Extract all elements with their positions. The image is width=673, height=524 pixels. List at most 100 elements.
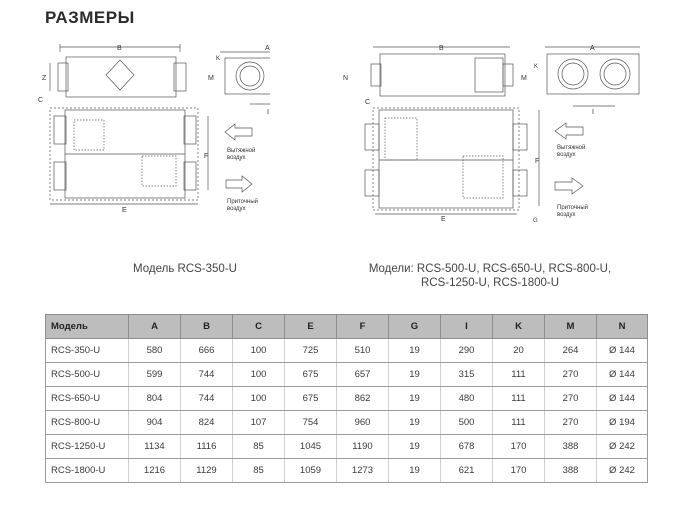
dim-z-label: Z	[42, 75, 47, 82]
value-cell: Ø 144	[596, 386, 648, 411]
value-cell: 1129	[180, 458, 233, 483]
value-cell: 290	[440, 338, 493, 363]
value-cell: Ø 144	[596, 362, 648, 387]
value-cell: 744	[180, 362, 233, 387]
value-cell: 725	[284, 338, 337, 363]
dim-i-label: I	[267, 109, 269, 116]
value-cell: 824	[180, 410, 233, 435]
supply-label: Приточный	[557, 204, 588, 211]
dim-e-label: E	[122, 207, 127, 214]
exhaust-label: Вытяжной	[557, 144, 585, 151]
value-cell: 1116	[180, 434, 233, 459]
value-cell: 20	[492, 338, 545, 363]
left-dimension-drawing: B Z A M K I F C E Вытяжной воздух Приточ…	[30, 38, 270, 218]
value-cell: 270	[544, 410, 597, 435]
supply-label: Приточный	[227, 198, 258, 205]
value-cell: 170	[492, 434, 545, 459]
value-cell: 599	[128, 362, 181, 387]
right-caption-line-2: RCS-1250-U, RCS-1800-U	[420, 277, 560, 289]
value-cell: 315	[440, 362, 493, 387]
dim-c-label: C	[38, 97, 43, 104]
value-cell: Ø 144	[596, 338, 648, 363]
value-cell: 862	[336, 386, 389, 411]
value-cell: 19	[388, 434, 441, 459]
model-cell: RCS-1250-U	[45, 434, 129, 459]
dim-g-label: G	[533, 218, 538, 224]
model-cell: RCS-800-U	[45, 410, 129, 435]
value-cell: Ø 194	[596, 410, 648, 435]
column-header: M	[544, 314, 597, 339]
value-cell: 675	[284, 386, 337, 411]
value-cell: 19	[388, 338, 441, 363]
value-cell: 657	[336, 362, 389, 387]
column-header: E	[284, 314, 337, 339]
value-cell: 754	[284, 410, 337, 435]
value-cell: 675	[284, 362, 337, 387]
model-cell: RCS-500-U	[45, 362, 129, 387]
column-header: I	[440, 314, 493, 339]
value-cell: 388	[544, 434, 597, 459]
value-cell: 1216	[128, 458, 181, 483]
value-cell: 19	[388, 362, 441, 387]
value-cell: 107	[232, 410, 285, 435]
value-cell: 100	[232, 338, 285, 363]
page-title: РАЗМЕРЫ	[45, 8, 135, 27]
column-header: B	[180, 314, 233, 339]
dim-f-label: F	[535, 158, 539, 165]
value-cell: 904	[128, 410, 181, 435]
value-cell: 804	[128, 386, 181, 411]
supply-arrow-icon	[554, 177, 584, 195]
value-cell: 100	[232, 386, 285, 411]
value-cell: 111	[492, 410, 545, 435]
dim-n-label: N	[343, 75, 348, 82]
value-cell: 1059	[284, 458, 337, 483]
dim-m-label: M	[208, 75, 214, 82]
value-cell: 264	[544, 338, 597, 363]
exhaust-label-2: воздух	[227, 155, 246, 161]
value-cell: 111	[492, 362, 545, 387]
model-cell: RCS-350-U	[45, 338, 129, 363]
value-cell: 270	[544, 362, 597, 387]
value-cell: 170	[492, 458, 545, 483]
value-cell: 580	[128, 338, 181, 363]
dim-k-label: K	[534, 64, 538, 70]
supply-label-2: воздух	[227, 206, 246, 212]
dim-k-label: K	[216, 56, 220, 62]
value-cell: 85	[232, 458, 285, 483]
column-header: C	[232, 314, 285, 339]
column-header: A	[128, 314, 181, 339]
value-cell: 960	[336, 410, 389, 435]
value-cell: 1190	[336, 434, 389, 459]
exhaust-arrow-icon	[554, 122, 584, 140]
dim-a-label: A	[265, 45, 270, 52]
dim-b-label: B	[439, 45, 444, 52]
column-header: Модель	[45, 314, 129, 339]
value-cell: 85	[232, 434, 285, 459]
dim-b-label: B	[117, 45, 122, 52]
value-cell: 678	[440, 434, 493, 459]
value-cell: 480	[440, 386, 493, 411]
value-cell: 19	[388, 410, 441, 435]
dim-a-label: A	[590, 45, 595, 52]
column-header: K	[492, 314, 545, 339]
value-cell: 19	[388, 458, 441, 483]
dim-e-label: E	[441, 216, 446, 223]
dim-f-label: F	[204, 153, 208, 160]
supply-label-2: воздух	[557, 212, 576, 218]
value-cell: 510	[336, 338, 389, 363]
value-cell: 621	[440, 458, 493, 483]
supply-arrow-icon	[225, 175, 253, 193]
column-header: N	[596, 314, 648, 339]
value-cell: 744	[180, 386, 233, 411]
right-dimension-drawing: B N A M K I C F E G Вытяжной воздух Прит…	[335, 38, 655, 228]
exhaust-label-2: воздух	[557, 152, 576, 158]
dim-m-label: M	[521, 75, 527, 82]
value-cell: 388	[544, 458, 597, 483]
